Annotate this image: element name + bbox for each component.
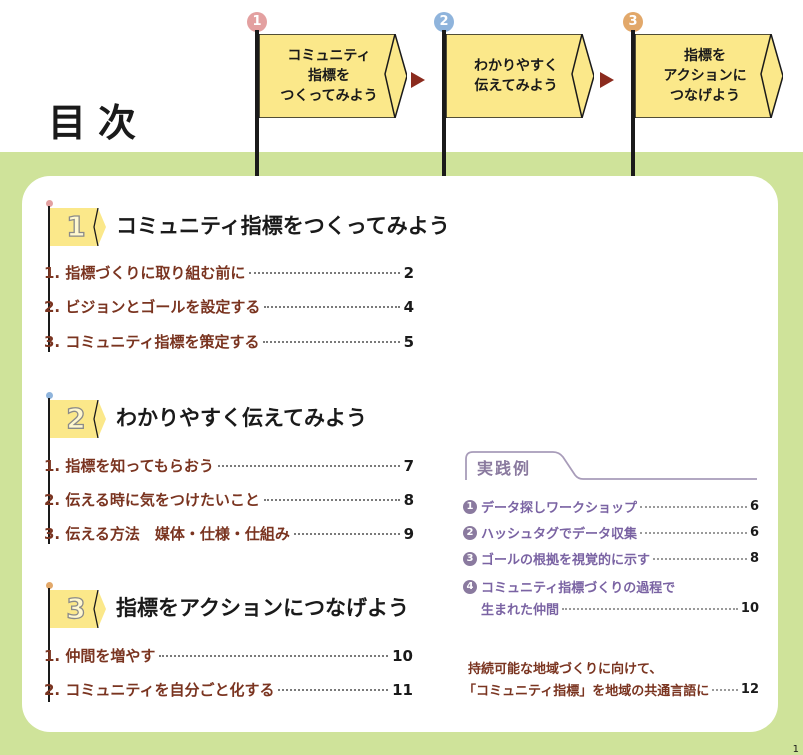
dot-leader [263,340,400,343]
number-badge-icon: 4 [463,579,477,594]
arrow-icon [411,72,425,88]
dot-leader [653,557,747,560]
section-line [48,588,50,702]
number-badge-icon: 3 [463,551,477,566]
section-number: 3 [66,591,87,625]
dot-leader [640,505,747,508]
page-title: 目次 [48,101,149,145]
practice-label: 実践例 [477,459,532,478]
flag-banner: 指標を アクションに つなげよう [635,34,783,118]
dot-leader [217,464,400,467]
flag-banner: わかりやすく 伝えてみよう [446,34,594,118]
dot-leader [263,498,400,501]
section-dot [46,200,53,207]
dot-leader [264,305,400,308]
page-number: 1 [792,744,799,755]
final-entry-line1: 持続可能な地域づくりに向けて、 [468,662,663,677]
dot-leader [712,688,738,691]
section-title: 指標をアクションにつなげよう [116,596,409,620]
section-title: コミュニティ指標をつくってみよう [116,214,450,238]
step-label-1: コミュニティ 指標を つくってみよう [280,47,378,105]
flag-pole [255,30,259,188]
step-label-2: わかりやすく 伝えてみよう [474,57,558,94]
section-flag: 3 [50,590,106,628]
section-line [48,206,50,352]
section-number: 2 [66,401,87,435]
section-line [48,398,50,544]
section-dot [46,582,53,589]
dot-leader [278,688,389,691]
dot-leader [562,607,738,610]
dot-leader [293,532,400,535]
section-title: わかりやすく伝えてみよう [116,406,367,430]
step-label-3: 指標を アクションに つなげよう [663,47,747,105]
dot-leader [640,531,747,534]
flag-pole [442,30,446,188]
number-badge-icon: 2 [463,525,477,540]
step-number-2: 2 [434,12,454,32]
section-flag: 2 [50,400,106,438]
section-flag: 1 [50,208,106,246]
flag-banner: コミュニティ 指標を つくってみよう [259,34,407,118]
section-number: 1 [66,209,87,243]
practice-tab-shape [465,451,757,480]
dot-leader [249,271,400,274]
dot-leader [159,654,389,657]
step-number-1: 1 [247,12,267,32]
flag-pole [631,30,635,188]
section-dot [46,392,53,399]
step-number-3: 3 [623,12,643,32]
arrow-icon [600,72,614,88]
number-badge-icon: 1 [463,499,477,514]
